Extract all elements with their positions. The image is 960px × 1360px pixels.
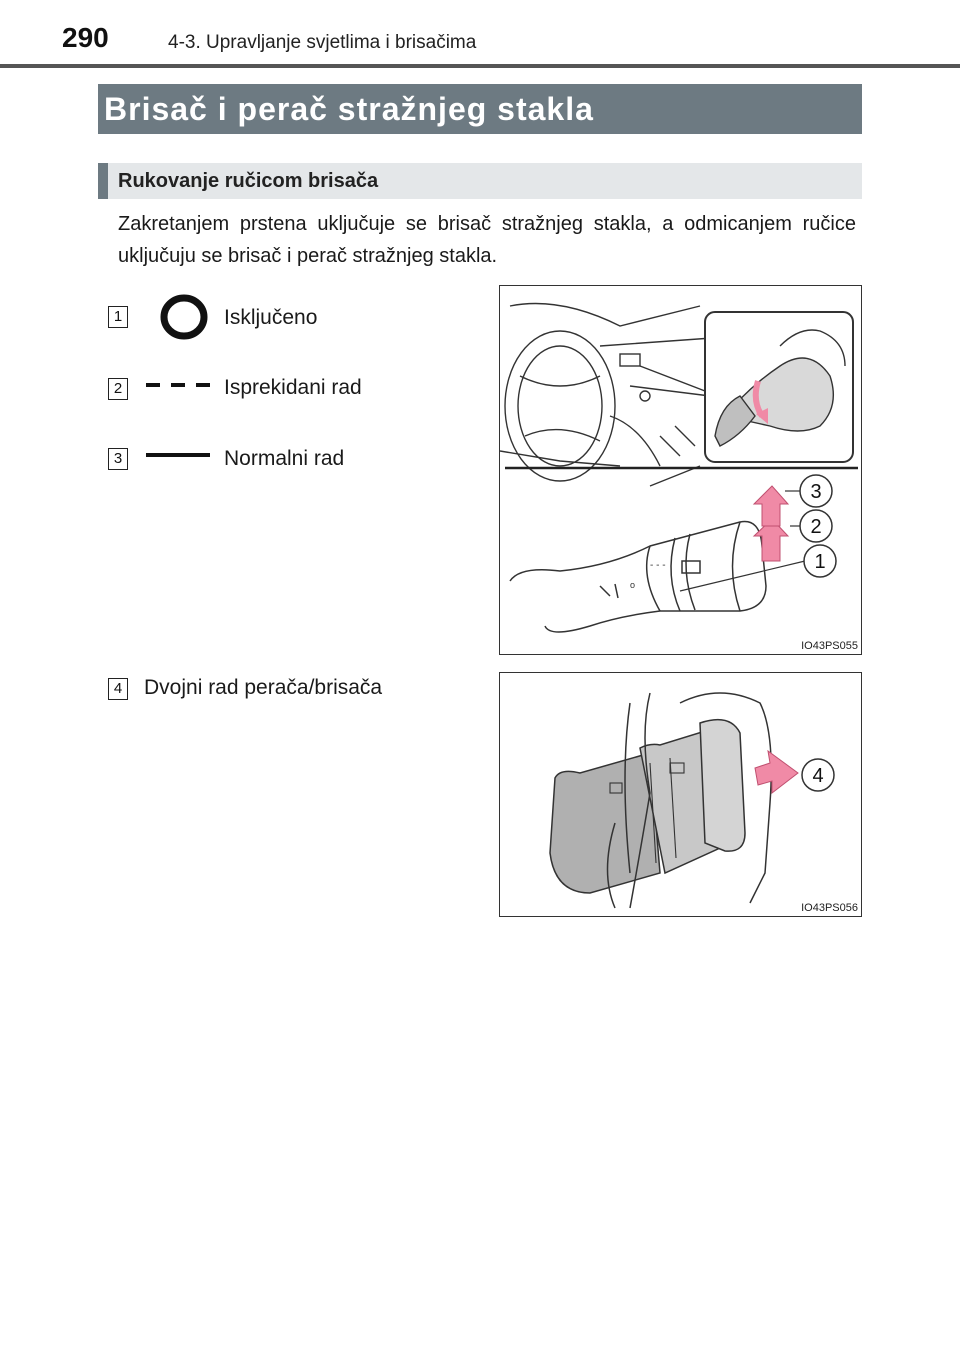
header-rule	[0, 64, 960, 68]
intro-paragraph: Zakretanjem prstena uključuje se brisač …	[118, 213, 856, 267]
svg-text:- - -: - - -	[650, 560, 666, 571]
figure-wiper-lever-positions: o - - - 3 2 1 IO43PS055	[499, 285, 862, 655]
list-item: 3	[108, 444, 128, 474]
callout-1	[803, 544, 837, 578]
figure-code: IO43PS056	[801, 902, 858, 914]
callout-label: 2	[810, 516, 821, 538]
item-label: Normalni rad	[224, 447, 345, 470]
figure-wiper-washer: 4 IO43PS056	[499, 672, 862, 917]
circle-symbol-icon	[160, 294, 208, 340]
callout-label: 3	[810, 481, 821, 503]
item-number-badge: 3	[108, 448, 128, 470]
wiper-washer-illustration: 4	[549, 692, 835, 909]
list-item: 4	[108, 674, 128, 704]
callout-2	[799, 509, 833, 543]
callout-label: 4	[812, 765, 823, 787]
solid-line-symbol-icon	[146, 453, 210, 457]
callout-label: 1	[814, 551, 825, 573]
dashed-line-symbol-icon	[146, 383, 210, 387]
item-label: Dvojni rad perača/brisača	[144, 676, 383, 699]
list-item: 1	[108, 302, 128, 332]
item-number-badge: 4	[108, 678, 128, 700]
section-title: Brisač i perač stražnjeg stakla	[98, 84, 862, 134]
callout-3	[799, 474, 833, 508]
item-label: Isključeno	[224, 306, 318, 329]
svg-text:o: o	[630, 580, 635, 590]
list-item: 2	[108, 374, 128, 404]
item-number-badge: 2	[108, 378, 128, 400]
page-number: 290	[62, 22, 109, 53]
subsection-title: Rukovanje ručicom brisača	[98, 163, 862, 199]
item-label: Isprekidani rad	[224, 376, 362, 399]
item-number-badge: 1	[108, 306, 128, 328]
callout-4	[801, 758, 835, 792]
wiper-lever-illustration: o - - - 3 2 1	[500, 302, 858, 633]
figure-code: IO43PS055	[801, 640, 858, 652]
running-header: 4-3. Upravljanje svjetlima i brisačima	[168, 32, 477, 53]
